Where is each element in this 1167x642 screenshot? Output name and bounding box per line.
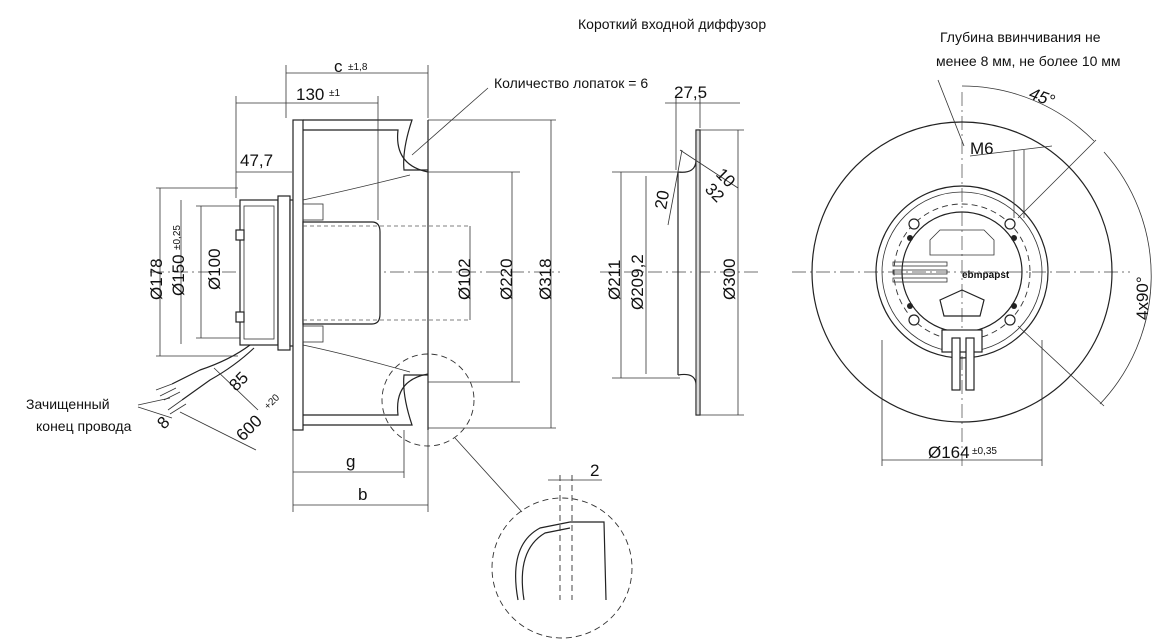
arc-45	[961, 85, 1095, 142]
motor-clip-bottom	[235, 311, 245, 323]
rib-1	[892, 261, 948, 267]
diffuser-wall	[695, 129, 701, 416]
dim-47: 47,7	[240, 151, 273, 170]
dim-318: Ø318	[536, 258, 555, 300]
detail-shroud-outer	[515, 521, 571, 601]
motor-housing-inner	[243, 205, 275, 340]
detail-leader	[454, 437, 523, 513]
diffuser-view: 27,5 10 32 20 Ø211 Ø209,2 Ø300	[600, 83, 760, 416]
motor-clip-top	[235, 229, 245, 241]
screw-2	[1011, 235, 1017, 241]
cable-2	[181, 347, 255, 401]
dim-600: 600	[232, 411, 265, 444]
dim-209: Ø209,2	[628, 254, 647, 310]
dim-2: 2	[590, 461, 599, 480]
cable-left	[951, 337, 961, 391]
side-view: c ±1,8 130 ±1 47,7 Ø178 Ø150 ±0,25 Ø100 …	[137, 57, 560, 513]
m6-dim-line	[969, 145, 1053, 157]
impeller-outer-circle	[811, 121, 1113, 423]
dim-b: b	[358, 485, 367, 504]
dim-130-tol: ±1	[329, 88, 340, 99]
motor-detail-top	[929, 229, 995, 256]
cable-1	[171, 344, 251, 385]
blade-bottom	[303, 373, 429, 416]
rib-2	[892, 269, 948, 275]
impeller-backplate	[292, 119, 304, 431]
label-blades: Количество лопаток = 6	[494, 75, 648, 91]
angle-45: 45°	[1027, 84, 1058, 111]
label-diffuser: Короткий входной диффузор	[578, 16, 766, 32]
shroud-bottom	[303, 374, 428, 426]
dim-600-tol: +20	[262, 392, 282, 412]
motor-ring-outer	[875, 185, 1049, 359]
dim-300: Ø300	[720, 258, 739, 300]
cable-gland	[941, 329, 983, 353]
dim-102: Ø102	[455, 258, 474, 300]
blades-leader	[411, 87, 489, 156]
d10-leader	[679, 149, 739, 189]
bolt-hole-3	[908, 314, 920, 326]
wire-leader-1	[137, 397, 171, 406]
front-view: ebmpapst 45° 4x90° M6 Ø164 ±0,35	[792, 79, 1152, 470]
blade-line-top	[302, 174, 411, 201]
dim-20: 20	[651, 189, 673, 211]
d85-dim-line	[213, 367, 259, 411]
detail-zoom-circle	[491, 497, 633, 639]
brand-logo: ebmpapst	[962, 270, 1010, 281]
screw-3	[907, 303, 913, 309]
impeller-hub	[302, 221, 381, 325]
motor-housing	[239, 199, 279, 346]
label-m6: M6	[970, 139, 994, 158]
bolt-circle	[893, 203, 1031, 341]
dim-178: Ø178	[147, 258, 166, 300]
bolt-hole-2	[1004, 218, 1016, 230]
shroud-top	[303, 119, 428, 171]
dim-220: Ø220	[497, 258, 516, 300]
arc-4x90	[1099, 151, 1152, 405]
detail-view: 2	[491, 461, 633, 639]
label-wire-1: Зачищенный	[26, 396, 110, 412]
dim-8: 8	[153, 413, 173, 433]
dim-164: Ø164	[928, 443, 970, 462]
blade-top	[303, 129, 429, 173]
detail-shroud-inner	[521, 527, 571, 601]
label-screw-depth-2: менее 8 мм, не более 10 мм	[936, 53, 1121, 69]
d600-dim-line	[179, 411, 257, 451]
hub-detail-bottom	[302, 325, 324, 343]
dim-164-tol: ±0,35	[972, 446, 997, 457]
d20-leader	[667, 149, 683, 226]
label-wire-2: конец провода	[36, 418, 132, 434]
screw-depth-leader	[937, 79, 965, 147]
bolt-angle-line-2	[1017, 325, 1105, 407]
dim-c-tol: ±1,8	[348, 62, 368, 73]
motor-detail-bottom	[939, 289, 985, 317]
hub-detail-top	[302, 203, 324, 221]
wire-leader-2	[137, 406, 173, 419]
detail-edge	[570, 521, 607, 601]
motor-flange	[277, 195, 291, 351]
dim-27: 27,5	[674, 83, 707, 102]
dim-85: 85	[225, 368, 252, 395]
dim-g: g	[346, 452, 355, 471]
dim-c: c	[334, 57, 343, 76]
bolt-hole-4	[1004, 314, 1016, 326]
cable-right	[965, 337, 975, 391]
dim-150-tol: ±0,25	[172, 225, 183, 250]
dim-150: Ø150	[169, 254, 188, 296]
blade-line-bottom	[302, 344, 411, 373]
bolt-hole-1	[908, 218, 920, 230]
dim-100: Ø100	[205, 248, 224, 290]
label-screw-depth-1: Глубина ввинчивания не	[940, 29, 1101, 45]
screw-1	[907, 235, 913, 241]
rib-3	[892, 277, 948, 283]
wire-ends	[155, 383, 187, 415]
dim-211: Ø211	[605, 260, 624, 300]
angle-4x90: 4x90°	[1133, 276, 1152, 320]
bolt-angle-line-1	[1017, 139, 1097, 219]
screw-4	[1011, 303, 1017, 309]
dim-130: 130	[296, 85, 324, 104]
